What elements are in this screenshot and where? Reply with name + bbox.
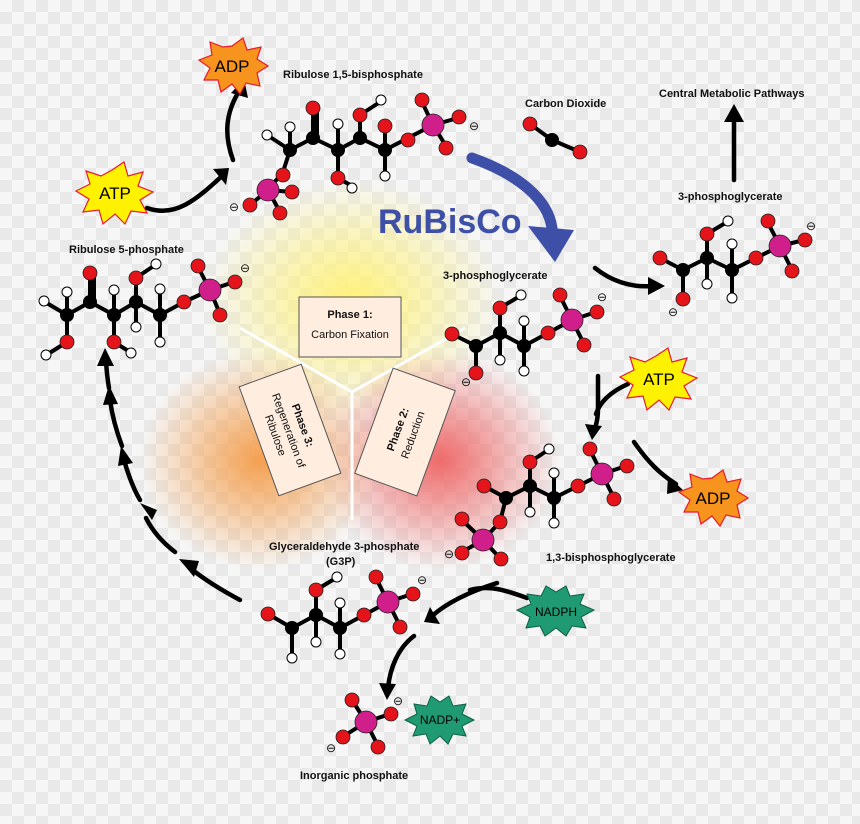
adp-burst-right: ADP	[677, 469, 750, 528]
molecule-bisphosphoglycerate: ⊖	[444, 441, 635, 567]
cycle-arrows	[97, 79, 744, 700]
nadph-label: NADPH	[535, 605, 577, 619]
molecule-pga-right: ⊖ ⊖	[652, 213, 816, 319]
label-pga-center: 3-phosphoglycerate	[443, 270, 548, 282]
label-inorganic-phosphate: Inorganic phosphate	[300, 770, 408, 782]
charge-sign: ⊖	[393, 694, 403, 708]
charge-sign: ⊖	[417, 573, 427, 587]
label-g3p-abbrev: (G3P)	[326, 556, 356, 568]
molecule-ribulose-bisphosphate: ⊖ ⊖	[229, 92, 479, 221]
molecule-carbon-dioxide	[522, 116, 588, 160]
adp-top-label: ADP	[215, 57, 250, 76]
molecule-pga-center: ⊖ ⊖	[444, 287, 607, 389]
label-carbon-dioxide: Carbon Dioxide	[525, 98, 606, 110]
nadp-plus-burst: NADP+	[403, 695, 476, 745]
rubisco-label: RuBisCo	[378, 203, 522, 241]
atp-right-label: ATP	[643, 370, 675, 389]
phase2-box: Phase 2: Reduction	[354, 367, 456, 497]
charge-sign: ⊖	[229, 200, 239, 214]
charge-sign: ⊖	[668, 305, 678, 319]
molecule-ribulose-5-phosphate: ⊖	[38, 258, 250, 361]
phase3-box: Phase 3: Regeneration of Ribulose	[238, 363, 342, 497]
label-bisphosphoglycerate: 1,3-bisphosphoglycerate	[546, 552, 676, 564]
atp-left-label: ATP	[99, 184, 131, 203]
label-ribulose-5-phosphate: Ribulose 5-phosphate	[69, 244, 184, 256]
charge-sign: ⊖	[806, 219, 816, 233]
nadph-burst: NADPH	[515, 585, 596, 637]
phase-divider	[239, 326, 353, 394]
molecule-g3p: ⊖	[260, 569, 427, 664]
charge-sign: ⊖	[326, 741, 336, 755]
atp-burst-right: ATP	[618, 347, 699, 412]
label-central-pathways: Central Metabolic Pathways	[659, 88, 805, 100]
nadp-plus-label: NADP+	[420, 713, 460, 727]
charge-sign: ⊖	[444, 547, 454, 561]
label-g3p: Glyceraldehyde 3-phosphate	[269, 541, 419, 553]
phase1-subtitle: Carbon Fixation	[311, 329, 389, 341]
molecule-inorganic-phosphate: ⊖ ⊖	[326, 692, 403, 755]
phase3-glow	[140, 350, 380, 570]
charge-sign: ⊖	[461, 375, 471, 389]
phase1-box: Phase 1: Carbon Fixation	[298, 296, 402, 358]
charge-sign: ⊖	[469, 119, 479, 133]
phase-divider	[351, 326, 466, 394]
label-pga-right: 3-phosphoglycerate	[678, 191, 783, 203]
adp-right-label: ADP	[696, 489, 731, 508]
adp-burst-top: ADP	[197, 37, 270, 96]
phase1-title: Phase 1:	[327, 309, 372, 321]
atp-burst-left: ATP	[74, 161, 155, 226]
rubisco-arrow	[466, 152, 574, 262]
charge-sign: ⊖	[597, 290, 607, 304]
charge-sign: ⊖	[240, 261, 250, 275]
label-ribulose-bisphosphate: Ribulose 1,5-bisphosphate	[283, 69, 423, 81]
